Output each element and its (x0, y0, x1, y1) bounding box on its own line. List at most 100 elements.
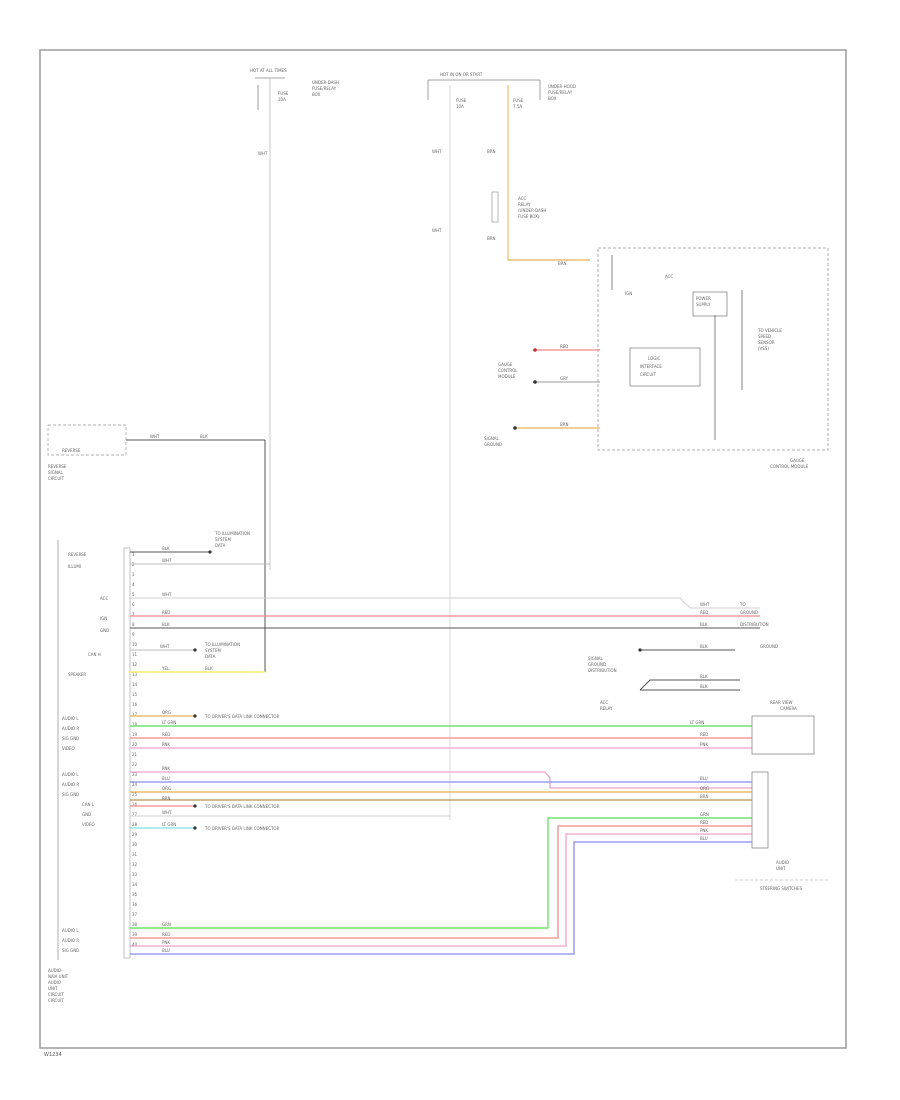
w17r: ORG (700, 786, 709, 791)
pin-name-can-l: CAN L (82, 802, 95, 807)
w22: RED (162, 932, 170, 937)
sig-gnd-c: DISTRIBUTION (588, 668, 617, 673)
w12: LT GRN (162, 720, 176, 725)
diagram-frame (39, 49, 847, 1049)
w18: BRN (162, 796, 171, 801)
fuse2-c: FUSE (513, 98, 524, 103)
to-dl-3: DATA (205, 654, 216, 659)
pin-name-video: VIDEO (62, 746, 75, 751)
to-dl-2: SYSTEM (205, 648, 221, 653)
ctrl-side2: SPEED (758, 334, 771, 339)
w5: BLK (162, 622, 170, 627)
fuse2-a: FUSE (456, 98, 467, 103)
in-wire-gry: GRY (560, 376, 569, 381)
fuse2-wire-c: WHT (432, 228, 442, 233)
ctrl-unit2: CONTROL MODULE (770, 464, 809, 469)
relay-desc2: RELAY (518, 202, 531, 207)
reverse-switch: REVERSE REVERSE SIGNAL CIRCUIT WHT BLK (47, 424, 266, 672)
note2: TO DRIVER'S DATA LINK CONNECTOR (204, 804, 280, 809)
pin-number: 36 (132, 902, 138, 907)
pin-number: 7 (132, 612, 135, 617)
left-comp1: AUDIO- (48, 968, 63, 973)
w12r: LT GRN (690, 720, 704, 725)
pin-name-video2: VIDEO (82, 822, 95, 827)
relay-desc4: FUSE BOX) (518, 214, 540, 219)
fuse2-desc1: UNDER-HOOD (548, 84, 576, 89)
pin-number: 37 (132, 912, 138, 917)
w11: ORG (162, 710, 171, 715)
w16r: BLU (700, 776, 708, 781)
w4r: RED (700, 610, 708, 615)
w15: PNK (162, 766, 170, 771)
rev-wire-1: WHT (150, 434, 160, 439)
to-illum-1: TO ILLUMINATION (214, 531, 250, 536)
w13r: RED (700, 732, 708, 737)
gauge-lbl1: GAUGE (498, 362, 513, 367)
left-comp6: CIRCUIT (48, 998, 64, 1003)
pin-number: 35 (132, 892, 138, 897)
pin-number: 27 (132, 812, 138, 817)
w16: BLU (162, 776, 170, 781)
in-wire-red: RED (560, 344, 568, 349)
pin-number: 30 (132, 842, 138, 847)
pin-name-acc: ACC (100, 596, 108, 601)
pin-number: 26 (132, 802, 138, 807)
footer-code: W1234 (44, 1052, 62, 1058)
w4: RED (162, 610, 170, 615)
w24: BLU (162, 948, 170, 953)
ctrl-wire-in: BRN (558, 261, 567, 266)
lbl-acc2: RELAY (600, 706, 613, 711)
fuse1-a: FUSE (278, 91, 289, 96)
w17: ORG (162, 786, 171, 791)
fuse2-desc3: BOX (548, 96, 557, 101)
fuse2-b: 10A (456, 104, 464, 109)
pin-name-rev: REVERSE (68, 552, 87, 557)
w8: BLK (700, 644, 708, 649)
fuse1-b: 10A (278, 97, 286, 102)
pin-name-gnd: GND (100, 628, 109, 633)
pin-name-aud-l: AUDIO L (62, 716, 79, 721)
pin-number: 4 (132, 582, 135, 587)
note1: TO DRIVER'S DATA LINK CONNECTOR (204, 714, 280, 719)
pin-number: 19 (132, 732, 138, 737)
rev-sw-label: REVERSE (62, 448, 81, 453)
pin-number: 34 (132, 882, 138, 887)
w3r: WHT (700, 602, 710, 607)
w10: BLK (700, 684, 708, 689)
left-comp4: UNIT (48, 986, 58, 991)
control-module: BRN IGN ACC POWER SUPPLY LOGIC INTERFACE… (484, 247, 829, 469)
bottom-conn: STEERING SWITCHES (760, 886, 803, 891)
pin-number: 25 (132, 792, 138, 797)
pin-number: 38 (132, 922, 138, 927)
fuse1-wire: WHT (258, 151, 268, 156)
pin-name-ill: ILLUMI (68, 564, 81, 569)
rc2-1: AUDIO (776, 860, 789, 865)
w5r: BLK (700, 622, 708, 627)
w1: BLK (162, 546, 170, 551)
left-comp3: AUDIO (48, 980, 61, 985)
rc1-1: REAR VIEW (770, 700, 793, 705)
gauge-lbl2: CONTROL (498, 368, 518, 373)
pin-number: 39 (132, 932, 138, 937)
w7b: BLK (205, 666, 213, 671)
pin-name-ign: IGN (100, 616, 107, 621)
pin-number: 16 (132, 702, 138, 707)
pin-number: 17 (132, 712, 138, 717)
rev-sw-2: SIGNAL (48, 470, 64, 475)
wires: TO ILLUMINATION SYSTEM DATA BLK WHT WHT … (130, 531, 830, 955)
pin-number: 14 (132, 682, 138, 687)
pin-number: 8 (132, 622, 135, 627)
rc1-2: CAMERA (780, 706, 797, 711)
in-wire-brn: BRN (560, 422, 569, 427)
left-comp5: CIRCUIT (48, 992, 64, 997)
pin-number: 33 (132, 872, 138, 877)
pin-number: 40 (132, 942, 138, 947)
sens-lbl2: GROUND (484, 442, 502, 447)
w13: RED (162, 732, 170, 737)
w19: WHT (162, 810, 172, 815)
w18r: BRN (700, 794, 709, 799)
to-illum-3: DATA (215, 543, 226, 548)
fuse2-title: HOT IN ON OR START (440, 72, 483, 77)
w21: GRN (162, 922, 171, 927)
